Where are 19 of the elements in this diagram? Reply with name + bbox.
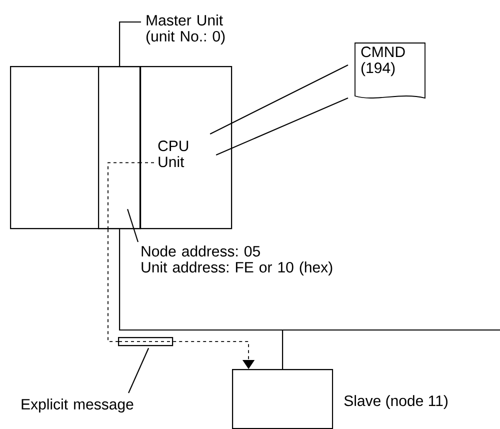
message-path-arrow: [172, 341, 255, 369]
leader-line: [128, 348, 150, 394]
address-label: Node address: 05 Unit address: FE or 10 (hex): [142, 246, 332, 276]
leader-line: [127, 208, 139, 242]
rack-box: [10, 66, 232, 230]
unit-column: [98, 66, 142, 230]
message-path-line: [108, 228, 118, 342]
unit-label: CPU Unit: [158, 140, 188, 168]
unit-label: Master Unit (unit No.: 0): [146, 14, 225, 45]
leader-line: [119, 21, 141, 66]
message-path-line: [140, 162, 154, 164]
slave-box: [232, 369, 334, 429]
side-label: Slave (node 11): [344, 395, 448, 410]
message-packet: [118, 337, 174, 346]
expansion-line: [210, 64, 348, 134]
network-cable: [119, 229, 284, 369]
expansion-line: [216, 98, 348, 156]
message-label: Explicit message: [22, 398, 134, 413]
command-document: CMND (194): [354, 42, 426, 98]
